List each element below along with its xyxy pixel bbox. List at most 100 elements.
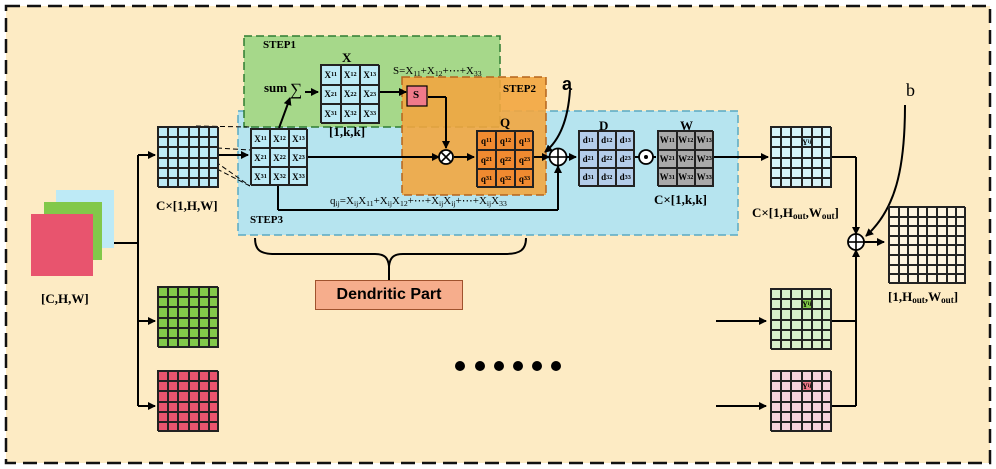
cyan-feature-grid-cell — [178, 167, 189, 178]
output-grid-1-cell — [771, 137, 782, 148]
green-feature-grid-cell — [178, 307, 189, 318]
projection-line-3 — [216, 147, 251, 151]
q-title: Q — [500, 115, 511, 130]
red-feature-grid-cell — [208, 411, 220, 422]
cyan-feature-grid-cell — [188, 147, 199, 158]
step2-label: STEP2 — [503, 83, 537, 95]
cyan-feature-grid-cell — [158, 157, 169, 168]
cyan-feature-grid-cell — [158, 137, 169, 148]
final-output-grid-cell — [898, 274, 909, 284]
red-feature-grid-cell — [188, 411, 199, 422]
output-grid-1-cell — [821, 167, 833, 178]
output-grid-1-cell — [791, 137, 802, 148]
final-output-grid-cell — [889, 254, 899, 265]
final-output-grid-cell — [956, 235, 966, 246]
x-dims-label: [1,k,k] — [329, 124, 366, 139]
s-box-label: S — [413, 89, 420, 101]
output-grid-1-cell — [781, 177, 792, 189]
final-output-grid-cell — [917, 274, 928, 284]
output-grid-1-cell — [821, 147, 833, 158]
red-feature-grid-cell — [158, 391, 169, 402]
final-output-grid-cell — [898, 235, 909, 246]
output-grid-3-cell — [811, 371, 822, 382]
red-feature-grid-cell — [208, 391, 220, 402]
output-grid-1-cell — [771, 177, 782, 189]
c1hw-label: C×[1,H,W] — [156, 198, 218, 213]
step3-label: STEP3 — [250, 214, 284, 226]
green-feature-grid-cell — [188, 287, 199, 298]
output-grid-3-cell — [821, 411, 833, 422]
red-feature-grid-cell — [208, 421, 220, 433]
final-output-grid-cell — [889, 226, 899, 236]
red-feature-grid-cell — [168, 371, 179, 382]
red-feature-grid-cell — [158, 401, 169, 412]
cyan-feature-grid-cell — [168, 177, 179, 189]
output-grid-1-cell — [791, 147, 802, 158]
output-grid-3-cell — [811, 411, 822, 422]
output-grid-2-cell — [811, 299, 822, 310]
final-output-grid-cell — [936, 207, 947, 217]
cyan-feature-grid-cell — [198, 157, 209, 168]
output-grid-1-cell — [801, 147, 812, 158]
green-feature-grid-cell — [158, 297, 169, 308]
cyan-feature-grid-cell — [158, 127, 169, 138]
output-grid-1-cell — [781, 147, 792, 158]
w-title: W — [680, 118, 693, 133]
final-output-grid-cell — [936, 245, 947, 255]
c1kk-label: C×[1,k,k] — [654, 192, 707, 207]
output-grid-3-cell — [821, 421, 833, 433]
final-output-grid-cell — [917, 207, 928, 217]
cyan-feature-grid-cell — [178, 147, 189, 158]
final-output-grid-cell — [927, 245, 937, 255]
dendritic-part-box: Dendritic Part — [315, 280, 463, 310]
output-grid-2-cell — [801, 309, 812, 320]
final-output-grid-cell — [936, 264, 947, 275]
output-grid-1-cell — [811, 177, 822, 189]
green-feature-grid-cell — [188, 327, 199, 338]
output-grid-3-cell — [801, 401, 812, 412]
red-feature-grid-cell — [188, 371, 199, 382]
output-grid-3-cell — [781, 401, 792, 412]
output-grid-3-cell — [821, 391, 833, 402]
green-feature-grid-cell — [198, 317, 209, 328]
final-output-grid-cell — [889, 235, 899, 246]
red-feature-grid-cell — [198, 391, 209, 402]
output-grid-2-cell — [821, 339, 833, 351]
output-grid-1-cell — [821, 157, 833, 168]
cyan-feature-grid-cell — [208, 157, 220, 168]
output-grid-3-cell — [781, 421, 792, 433]
red-feature-grid-cell — [158, 381, 169, 392]
output-grid-3-cell — [771, 411, 782, 422]
final-output-grid-cell — [908, 235, 918, 246]
final-output-grid-cell — [908, 216, 918, 227]
red-feature-grid-cell — [198, 421, 209, 433]
green-feature-grid-cell — [168, 337, 179, 349]
green-feature-grid-cell — [158, 317, 169, 328]
green-feature-grid-cell — [178, 317, 189, 328]
cyan-feature-grid-cell — [168, 157, 179, 168]
output-grid-3-cell — [821, 371, 833, 382]
green-feature-grid-cell — [158, 327, 169, 338]
final-output-grid-cell — [898, 254, 909, 265]
output-grid-2-cell — [781, 319, 792, 330]
final-output-grid-cell — [898, 216, 909, 227]
red-feature-grid-cell — [168, 421, 179, 433]
final-output-grid-cell — [956, 264, 966, 275]
